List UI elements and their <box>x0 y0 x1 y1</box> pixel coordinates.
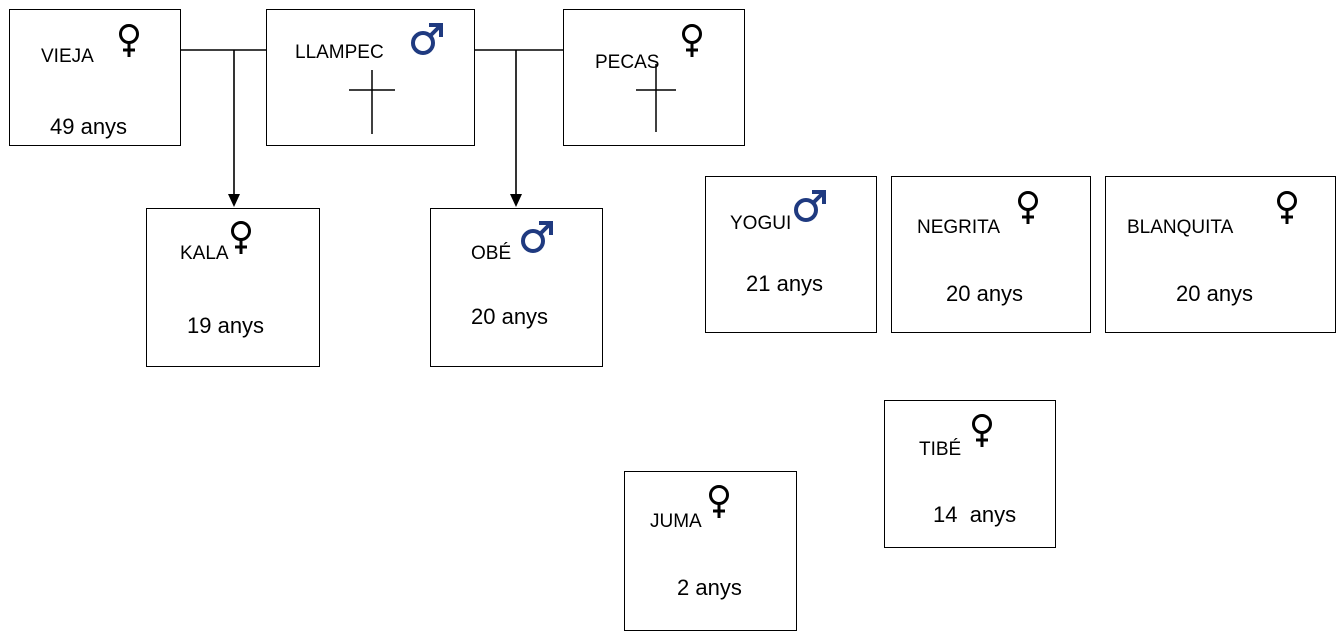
individual-name: VIEJA <box>41 46 94 67</box>
individual-box-juma: JUMA 2 anys <box>624 471 797 631</box>
individual-name: YOGUI <box>730 213 792 234</box>
individual-box-negrita: NEGRITA 20 anys <box>891 176 1091 333</box>
individual-box-vieja: VIEJA 49 anys <box>9 9 181 146</box>
individual-name: BLANQUITA <box>1127 217 1234 238</box>
individual-name: JUMA <box>650 511 702 532</box>
individual-name: OBÉ <box>471 243 512 264</box>
individual-box-llampec: LLAMPEC <box>266 9 475 146</box>
individual-box-obe: OBÉ 20 anys <box>430 208 603 367</box>
individual-name: TIBÉ <box>919 439 962 460</box>
individual-age: 20 anys <box>946 281 1024 306</box>
female-symbol-icon <box>119 24 139 57</box>
female-symbol-icon <box>231 221 251 254</box>
individual-age: 14 anys <box>933 502 1017 527</box>
female-symbol-icon <box>972 414 992 447</box>
individual-age: 20 anys <box>471 304 549 329</box>
arrowhead-kala <box>228 194 240 207</box>
individual-name: PECAS <box>595 52 660 73</box>
cross-icon <box>636 64 676 132</box>
male-symbol-icon <box>521 221 553 253</box>
arrowhead-obe <box>510 194 522 207</box>
individual-box-tibe: TIBÉ 14 anys <box>884 400 1056 548</box>
individual-name: KALA <box>180 243 229 264</box>
individual-name: NEGRITA <box>917 217 1001 238</box>
female-symbol-icon <box>1277 191 1297 224</box>
female-symbol-icon <box>709 485 729 518</box>
individual-age: 49 anys <box>50 114 128 139</box>
individual-age: 2 anys <box>677 575 742 600</box>
female-symbol-icon <box>682 24 702 57</box>
individual-box-blanquita: BLANQUITA 20 anys <box>1105 176 1336 333</box>
female-symbol-icon <box>1018 191 1038 224</box>
individual-name: LLAMPEC <box>295 42 384 63</box>
individual-age: 21 anys <box>746 271 824 296</box>
individual-age: 20 anys <box>1176 281 1254 306</box>
individual-box-kala: KALA 19 anys <box>146 208 320 367</box>
individual-age: 19 anys <box>187 313 265 338</box>
male-symbol-icon <box>794 190 826 222</box>
male-symbol-icon <box>411 23 443 55</box>
cross-icon <box>349 70 395 134</box>
individual-box-yogui: YOGUI 21 anys <box>705 176 877 333</box>
individual-box-pecas: PECAS <box>563 9 745 146</box>
